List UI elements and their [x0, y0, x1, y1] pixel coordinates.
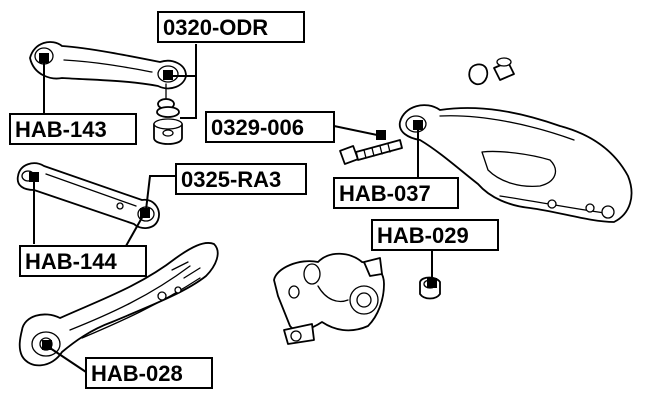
leader-0329-006 [333, 125, 383, 137]
label-0320-odr-text: 0320-ODR [163, 15, 268, 40]
marker-hab-144-b [140, 208, 150, 218]
bolt-drawing [339, 139, 403, 165]
label-0325-ra3: 0325-RA3 [175, 163, 307, 195]
label-0329-006-text: 0329-006 [211, 115, 304, 140]
label-hab-143-text: HAB-143 [15, 117, 107, 142]
label-hab-144-text: HAB-144 [25, 249, 117, 274]
label-hab-144: HAB-144 [19, 245, 147, 277]
leader-hab-144-b [125, 213, 145, 247]
label-hab-029-text: HAB-029 [377, 223, 469, 248]
label-0325-ra3-text: 0325-RA3 [181, 167, 281, 192]
label-hab-037-text: HAB-037 [339, 181, 431, 206]
label-0320-odr: 0320-ODR [157, 11, 305, 43]
upper-arm-drawing [29, 41, 187, 110]
leader-hab-028 [49, 347, 87, 373]
label-hab-028: HAB-028 [85, 357, 213, 389]
label-hab-029: HAB-029 [371, 219, 499, 251]
marker-0320-odr [163, 70, 173, 80]
bushing-set-drawing [153, 106, 183, 145]
marker-hab-037 [413, 120, 423, 130]
leader-0325-ra3 [145, 175, 176, 211]
marker-hab-144-a [29, 172, 39, 182]
marker-hab-029 [427, 278, 437, 288]
trailing-arm-drawing [398, 57, 633, 223]
marker-0329-006 [376, 130, 386, 140]
marker-hab-028 [42, 340, 52, 350]
marker-hab-143 [39, 53, 49, 63]
label-hab-037: HAB-037 [333, 177, 459, 209]
label-0329-006: 0329-006 [205, 111, 335, 143]
leader-markers [29, 53, 437, 350]
label-hab-028-text: HAB-028 [91, 361, 183, 386]
leader-lines [33, 44, 433, 373]
leader-0320-odr [172, 44, 197, 119]
label-hab-143: HAB-143 [9, 113, 137, 145]
knuckle-drawing [273, 252, 385, 345]
